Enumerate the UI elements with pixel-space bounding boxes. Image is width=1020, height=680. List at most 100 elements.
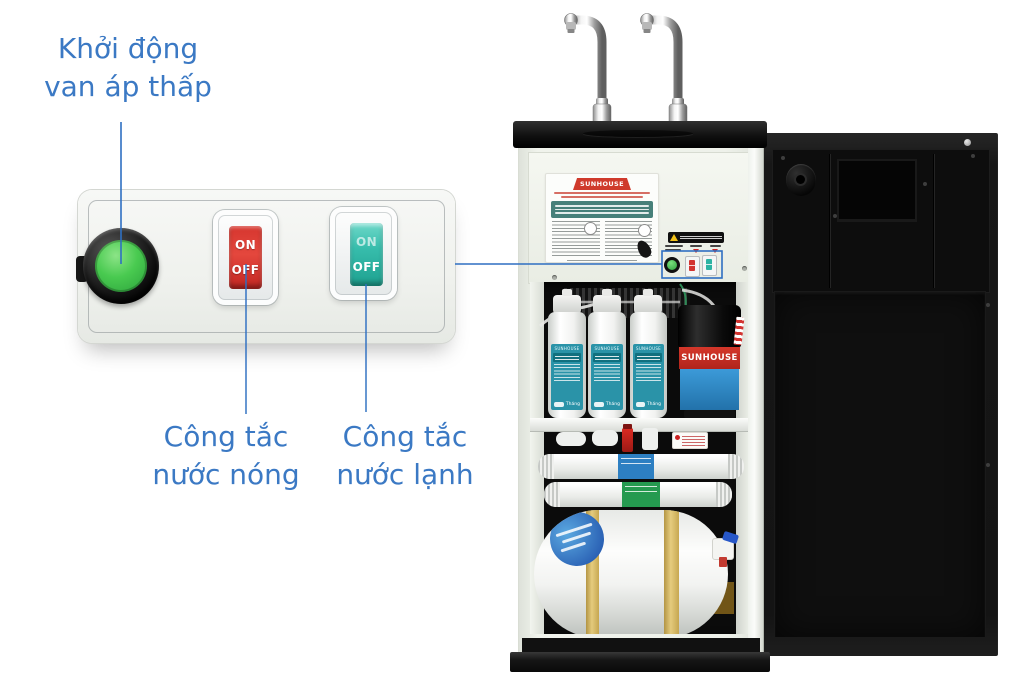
low-pressure-start-button xyxy=(83,228,159,304)
filter-label-text xyxy=(594,364,620,383)
filter-label-text xyxy=(554,364,580,383)
screw xyxy=(986,303,990,307)
green-button-face xyxy=(95,240,147,292)
water-purifier-cabinet: SUNHOUSE xyxy=(518,145,762,655)
filter-cartridge: SUNHOUSE Tháng xyxy=(548,312,586,418)
filter-cartridge: SUNHOUSE Tháng xyxy=(630,312,667,418)
sticker-text-line xyxy=(553,192,651,194)
brand-sticker: SUNHOUSE xyxy=(545,173,659,263)
tube-fitting xyxy=(592,430,618,446)
screw xyxy=(923,182,927,186)
strap xyxy=(664,510,679,634)
filter-label: SUNHOUSE Tháng xyxy=(591,344,623,410)
cold-water-switch: ON OFF xyxy=(330,207,397,300)
screw xyxy=(781,156,785,160)
label-line: Khởi động xyxy=(57,32,199,65)
on-label: ON xyxy=(234,237,257,252)
small-sticker xyxy=(672,432,708,449)
label-hot-water-switch: Công tắc nước nóng xyxy=(126,418,326,494)
label-cold-water-switch: Công tắc nước lạnh xyxy=(310,418,500,494)
warning-text-lines xyxy=(680,234,722,241)
label-line: van áp thấp xyxy=(44,70,212,103)
door-lower-panel xyxy=(774,291,986,638)
sticker-columns xyxy=(552,221,654,260)
filter-cap xyxy=(553,289,581,314)
label-line: Công tắc xyxy=(163,420,289,453)
faucet-right xyxy=(640,13,688,131)
filter-band-blue xyxy=(618,454,654,479)
door-seam xyxy=(829,154,830,288)
cabinet-top-cap xyxy=(513,121,767,148)
shelf xyxy=(530,418,750,432)
filter-label: SUNHOUSE Tháng xyxy=(633,344,664,410)
on-label: ON xyxy=(355,234,378,249)
filter-badge-row: Tháng xyxy=(636,401,661,408)
arrow-down-icon xyxy=(693,249,699,253)
sticker-icon xyxy=(583,222,597,235)
cabinet-pedestal xyxy=(510,652,770,672)
sticker-icon xyxy=(638,224,651,237)
filter-label-header xyxy=(635,353,662,362)
filter-label-header xyxy=(593,353,621,362)
cabinet-side-wall xyxy=(748,146,764,654)
filter-badge-row: Tháng xyxy=(554,401,580,408)
door-screw-silver xyxy=(964,139,971,146)
membrane-filter xyxy=(538,454,744,479)
off-label: OFF xyxy=(231,263,260,278)
warning-sticker xyxy=(668,232,724,243)
brand-logo: SUNHOUSE xyxy=(573,178,631,190)
sticker-text-block xyxy=(552,221,600,257)
filter-cap xyxy=(634,289,662,314)
sticker-text-line xyxy=(567,260,637,261)
filter-label-text xyxy=(636,364,661,383)
door-top-section xyxy=(772,149,990,293)
flush-valve xyxy=(622,424,633,452)
faucet-left xyxy=(564,13,612,131)
tiny-label xyxy=(710,245,721,247)
arrow-down-icon xyxy=(712,249,718,253)
door-seam xyxy=(933,154,934,288)
hot-water-switch: ON OFF xyxy=(213,210,278,305)
screw xyxy=(742,266,747,271)
sticker-text-block xyxy=(604,221,654,260)
tiny-label xyxy=(690,245,702,247)
screw xyxy=(971,154,975,158)
pump-brand-band: SUNHOUSE xyxy=(679,347,740,369)
machine-hot-switch xyxy=(685,256,700,277)
filter-brand: SUNHOUSE xyxy=(554,346,580,351)
screw xyxy=(833,214,837,218)
cabinet-door xyxy=(762,133,998,656)
cabinet-interior: SUNHOUSE Tháng SUNHOUSE Tháng SUNHOUSE xyxy=(530,282,750,634)
label-line: Công tắc xyxy=(342,420,468,453)
cold-switch-rocker: ON OFF xyxy=(350,223,383,286)
label-low-pressure-valve: Khởi động van áp thấp xyxy=(18,30,238,106)
control-labels xyxy=(665,244,729,254)
pressure-tank xyxy=(534,510,728,634)
booster-pump: SUNHOUSE xyxy=(678,305,745,418)
filter-band-green xyxy=(622,482,660,507)
valve-stub xyxy=(719,557,727,567)
sticker-text-line xyxy=(560,196,644,198)
warning-icon xyxy=(670,234,678,241)
cabinet-base xyxy=(522,638,760,655)
filter-label-header xyxy=(553,353,581,362)
filter-brand: SUNHOUSE xyxy=(594,346,620,351)
pump-base xyxy=(684,410,735,418)
tiny-label xyxy=(665,245,683,247)
tank-valve xyxy=(712,530,740,567)
filter-cartridge: SUNHOUSE Tháng xyxy=(588,312,626,418)
door-display-recess xyxy=(837,159,917,221)
machine-start-button xyxy=(664,257,680,273)
pump-motor-clamp xyxy=(678,305,741,347)
filter-badge-row: Tháng xyxy=(594,401,620,408)
tube-fitting xyxy=(642,428,658,450)
post-filter xyxy=(544,482,732,507)
filter-label: SUNHOUSE Tháng xyxy=(551,344,583,410)
tube-fitting xyxy=(556,432,586,446)
screw xyxy=(986,463,990,467)
machine-cold-switch xyxy=(702,255,717,276)
tiny-label xyxy=(665,249,681,251)
pump-label xyxy=(680,369,739,410)
inset-control-panel: ON OFF ON OFF xyxy=(76,190,455,343)
